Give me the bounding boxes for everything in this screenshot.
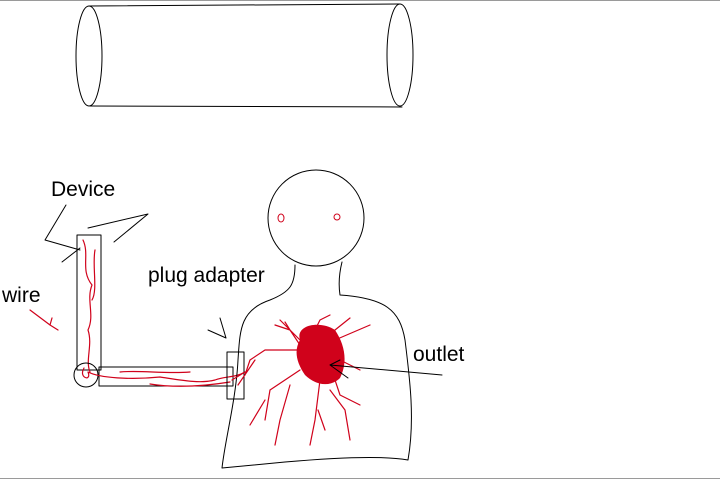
wire-pointer <box>29 309 59 331</box>
label-plug-adapter: plug adapter <box>148 264 265 287</box>
outlet-pointer <box>329 359 443 379</box>
veins <box>231 314 371 446</box>
right-eye <box>333 213 341 221</box>
wire <box>73 362 246 388</box>
left-eye <box>277 213 285 223</box>
label-outlet: outlet <box>413 343 465 366</box>
label-wire: wire <box>1 284 41 307</box>
person <box>221 169 412 469</box>
heart-outlet <box>296 324 345 385</box>
device-pointer-lines <box>44 204 149 263</box>
device <box>76 234 102 373</box>
label-device: Device <box>51 178 115 201</box>
cylinder <box>75 3 414 108</box>
